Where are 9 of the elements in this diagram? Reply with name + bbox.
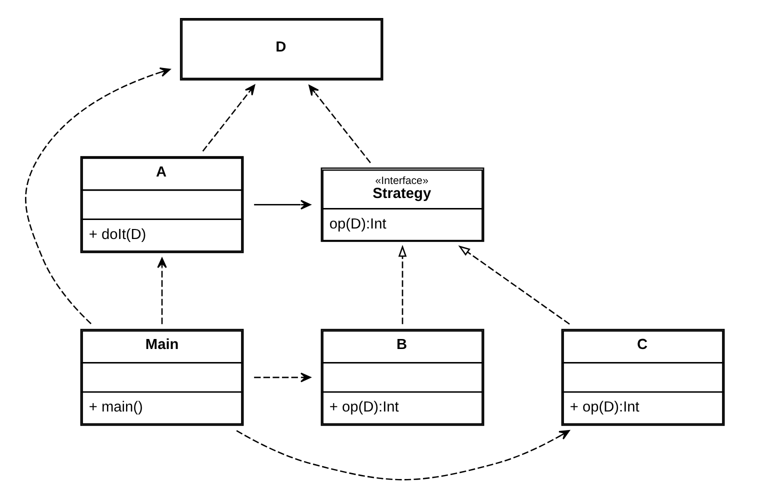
arrow: [254, 200, 311, 210]
arrow: [308, 84, 371, 164]
arrow: [254, 372, 311, 382]
arrow: [236, 430, 570, 480]
arrow: [157, 258, 167, 324]
arrow: [398, 244, 407, 324]
arrow: [202, 84, 256, 152]
arrow: [25, 67, 171, 324]
arrow: [458, 245, 570, 325]
